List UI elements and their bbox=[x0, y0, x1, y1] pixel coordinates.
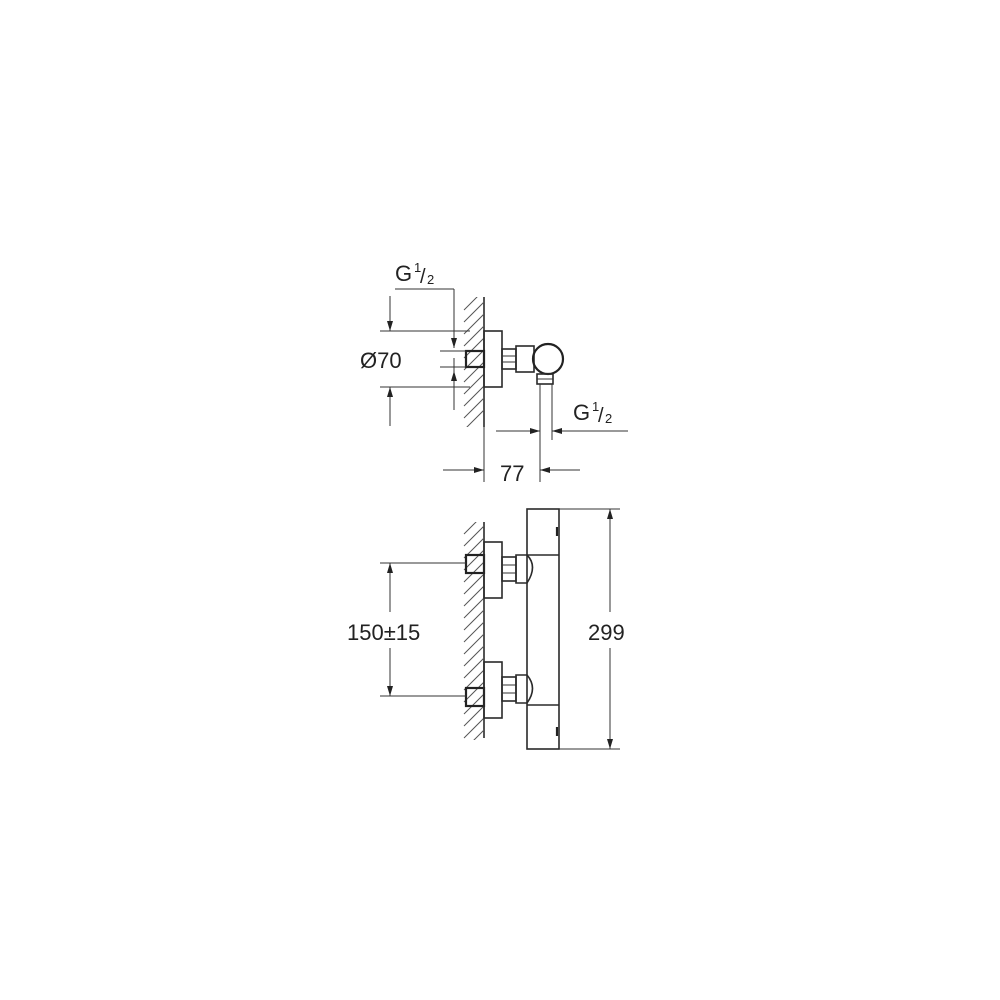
dimension-center-distance bbox=[380, 562, 466, 697]
dimension-diameter bbox=[380, 296, 470, 426]
escutcheon bbox=[483, 330, 503, 388]
fraction-slash: / bbox=[598, 405, 604, 427]
valve-body-section bbox=[531, 342, 565, 376]
inlet-thread-label: G bbox=[395, 261, 412, 286]
inlet-thread-frac-num: 1 bbox=[414, 260, 421, 275]
fraction-slash: / bbox=[420, 266, 426, 288]
mixer-body bbox=[526, 508, 560, 750]
dimension-projection bbox=[443, 427, 580, 482]
dimension-inlet-thread bbox=[395, 288, 466, 410]
wall-hatching-bottom bbox=[463, 522, 485, 740]
dimension-height bbox=[559, 508, 620, 750]
inlet-thread-frac-den: 2 bbox=[427, 272, 434, 287]
outlet-thread-label: G bbox=[573, 400, 590, 425]
dimension-outlet-thread bbox=[496, 428, 628, 434]
projection-label: 77 bbox=[500, 461, 524, 486]
side-view: G 1 / 2 Ø70 G 1 / 2 bbox=[360, 260, 628, 486]
outlet-thread-frac-den: 2 bbox=[605, 411, 612, 426]
outlet-thread-frac-num: 1 bbox=[592, 399, 599, 414]
front-view: 150±15 299 bbox=[347, 508, 625, 750]
height-label: 299 bbox=[588, 620, 625, 645]
union-nut bbox=[501, 348, 517, 370]
elbow bbox=[515, 345, 535, 373]
inlet-stub bbox=[464, 349, 486, 369]
center-distance-label: 150±15 bbox=[347, 620, 420, 645]
diameter-label: Ø70 bbox=[360, 348, 402, 373]
